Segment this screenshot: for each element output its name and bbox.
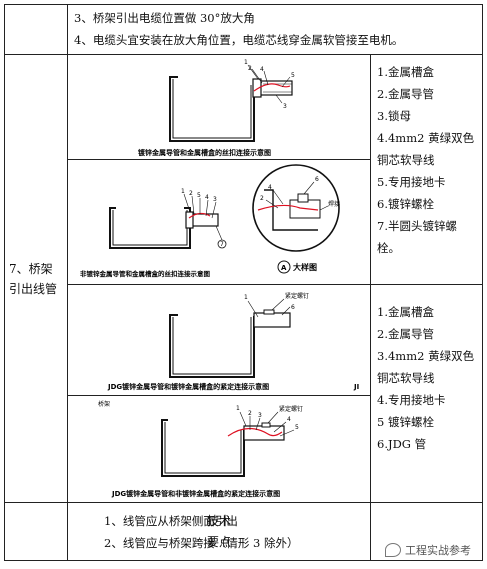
fig4-side-label: 桥架 (98, 400, 110, 408)
legend-item: 4.4mm2 黄绿双色铜芯软导线 (377, 131, 475, 167)
legend-item: 2.金属导管 (377, 327, 434, 341)
tech-line: 2、线管应与桥架跨接（情形 3 除外） (104, 536, 299, 550)
figure-1: 1 2 4 5 3 镀锌金属导管和金属槽盒的丝扣连接示意图 (67, 54, 371, 160)
legend-item: 2.金属导管 (377, 87, 434, 101)
callout: 紧定螺钉 (285, 292, 309, 300)
callout: 紧定螺钉 (279, 405, 303, 413)
watermark-text: 工程实战参考 (405, 544, 471, 557)
callout: 4 (287, 416, 291, 423)
top-note-line: 3、桥架引出电缆位置做 30°放大角 (74, 11, 255, 25)
callout: 焊接 (328, 200, 340, 208)
fig3-drawing: 1 紧定螺钉 6 JDG镀锌金属导管和镀锌金属槽盒的紧定连接示意图 JI (107, 292, 359, 391)
figure-2: 7 1 2 5 4 3 (67, 159, 371, 285)
fig1-caption: 镀锌金属导管和金属槽盒的丝扣连接示意图 (138, 148, 271, 157)
legend-group1: 1.金属槽盒 2.金属导管 3.锁母 4.4mm2 黄绿双色铜芯软导线 5.专用… (369, 54, 484, 285)
legend-item: 5.专用接地卡 (377, 175, 446, 189)
legend-item: 6.JDG 管 (377, 437, 427, 451)
legend-item: 1.金属槽盒 (377, 65, 434, 79)
fig2-caption: 非镀锌金属导管和金属槽盒的丝扣连接示意图 (80, 269, 211, 278)
callout: 4 (260, 66, 264, 73)
callout: 3 (213, 196, 217, 203)
callout: 5 (291, 72, 295, 79)
callout: 6 (315, 176, 319, 183)
fig4-caption: JDG镀锌金属导管和非镀锌金属槽盒的紧定连接示意图 (111, 489, 280, 498)
callout: 2 (248, 65, 252, 72)
legend-item: 7.半圆头镀锌螺栓。 (377, 219, 457, 255)
callout: 4 (205, 194, 209, 201)
callout: 6 (291, 304, 295, 311)
callout: 5 (295, 424, 299, 431)
callout: 1 (244, 59, 248, 66)
callout: 3 (258, 412, 262, 419)
callout: 2 (189, 190, 193, 197)
figure-3: 1 紧定螺钉 6 JDG镀锌金属导管和镀锌金属槽盒的紧定连接示意图 JI (67, 284, 371, 396)
callout: 1 (181, 188, 185, 195)
spec-table: 3、桥架引出电缆位置做 30°放大角 4、电缆头宜安装在放大角位置，电缆芯线穿金… (4, 4, 484, 561)
callout: 7 (220, 241, 224, 248)
callout: 2 (248, 410, 252, 417)
callout: 5 (197, 192, 201, 199)
section-label: 7、桥架引出线管 (4, 54, 68, 503)
callout: 3 (283, 103, 287, 110)
legend-item: 1.金属槽盒 (377, 305, 434, 319)
legend-item: 3.锁母 (377, 109, 411, 123)
fig3-suffix: JI (353, 383, 359, 391)
callout: 2 (260, 195, 264, 202)
legend-item: 4.专用接地卡 (377, 393, 446, 407)
detail-label: 大样图 (293, 262, 317, 272)
detail-letter: A (281, 264, 287, 272)
callout: 1 (244, 294, 248, 301)
figure-4: 桥架 1 紧定螺钉 2 3 4 5 JDG镀锌金属导管和非镀锌金属槽盒的紧定连接… (67, 395, 371, 503)
blank-cell (4, 502, 68, 561)
fig1-drawing: 1 2 4 5 3 镀锌金属导管和金属槽盒的丝扣连接示意图 (138, 59, 295, 157)
fig2-drawing: 7 1 2 5 4 3 (80, 164, 340, 278)
tech-label: 技术要点 (67, 502, 371, 561)
tech-label-text: 技术要点 (206, 513, 231, 549)
callout: 1 (236, 405, 240, 412)
legend-item: 3.4mm2 黄绿双色铜芯软导线 (377, 349, 475, 385)
legend-group2: 1.金属槽盒 2.金属导管 3.4mm2 黄绿双色铜芯软导线 4.专用接地卡 5… (369, 284, 484, 503)
fig4-drawing: 桥架 1 紧定螺钉 2 3 4 5 JDG镀锌金属导管和非镀锌金属槽盒的紧定连接… (98, 400, 303, 498)
top-notes: 3、桥架引出电缆位置做 30°放大角 4、电缆头宜安装在放大角位置，电缆芯线穿金… (66, 4, 484, 55)
tech-line: 1、线管应从桥架侧面引出 (104, 514, 238, 528)
fig3-caption: JDG镀锌金属导管和镀锌金属槽盒的紧定连接示意图 (107, 382, 269, 391)
legend-item: 5 镀锌螺栓 (377, 415, 434, 429)
watermark: 工程实战参考 (385, 542, 471, 558)
tech-lines: 1、线管应从桥架侧面引出 2、线管应与桥架跨接（情形 3 除外） (104, 510, 298, 554)
blank-cell (4, 4, 68, 55)
legend-item: 6.镀锌螺栓 (377, 197, 434, 211)
callout: 4 (268, 184, 272, 191)
wechat-logo-icon (385, 543, 401, 557)
top-note-line: 4、电缆头宜安装在放大角位置，电缆芯线穿金属软管接至电机。 (74, 33, 404, 47)
